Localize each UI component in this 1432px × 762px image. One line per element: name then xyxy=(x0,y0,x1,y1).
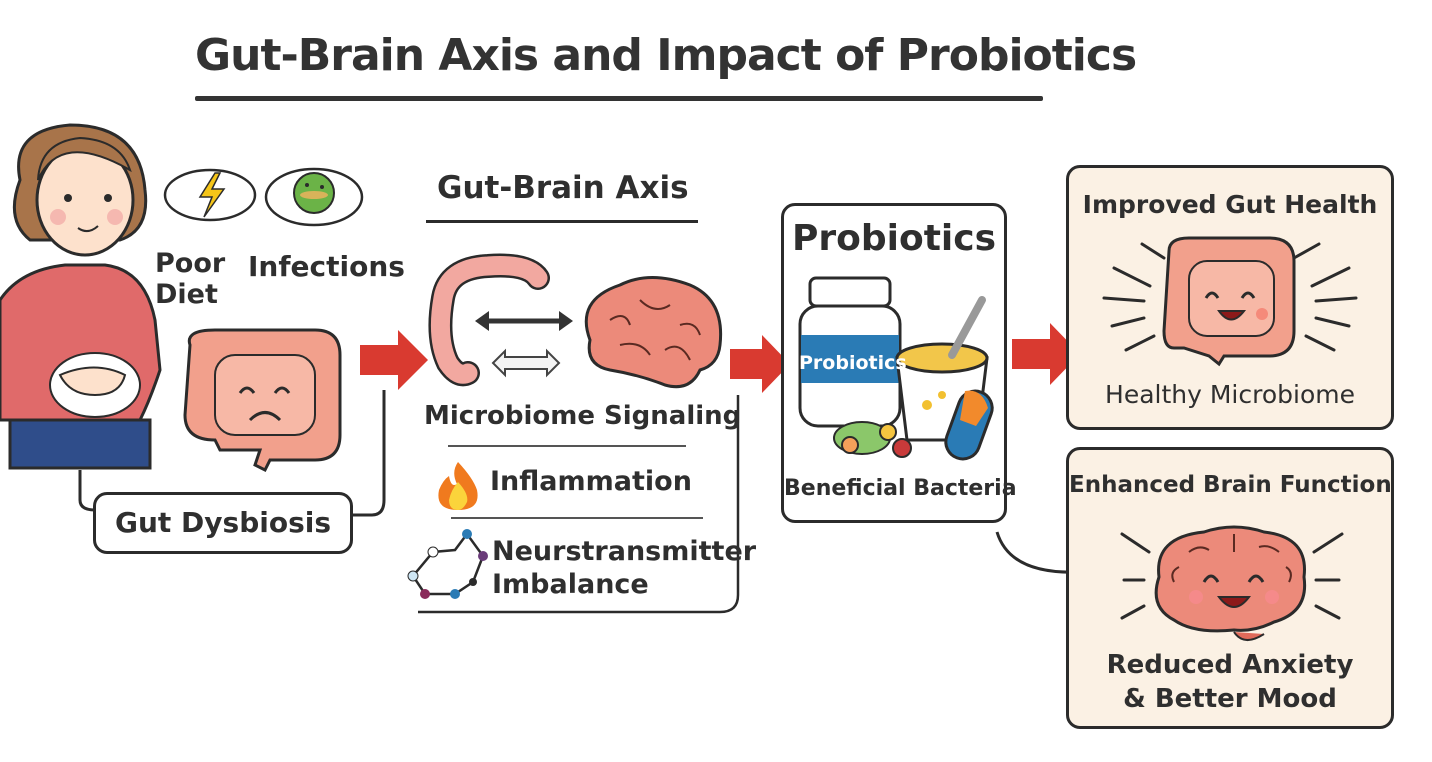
cause-poor-diet: Poor Diet xyxy=(155,248,225,310)
axis-heading-underline xyxy=(426,220,698,223)
outcome-gut-health-heading: Improved Gut Health xyxy=(1082,190,1378,219)
gut-tube-illustration xyxy=(428,253,550,387)
axis-divider-2 xyxy=(451,517,703,519)
jar-label: Probiotics xyxy=(799,352,907,374)
flow-arrow-1 xyxy=(360,330,428,390)
probiotics-heading: Probiotics xyxy=(791,218,997,259)
happy-gut-illustration xyxy=(1102,236,1358,367)
axis-divider-1 xyxy=(448,445,686,447)
poor-diet-thought-bubble xyxy=(163,168,257,222)
probiotic-products-illustration xyxy=(798,276,994,461)
outcome-gut-health-box: Improved Gut Health Healthy Microbiome xyxy=(1066,165,1394,430)
lightning-icon xyxy=(198,172,226,218)
gut-dysbiosis-label: Gut Dysbiosis xyxy=(114,506,331,539)
outcome-brain-function-caption: Reduced Anxiety & Better Mood xyxy=(1069,648,1391,716)
probiotics-caption: Beneficial Bacteria xyxy=(784,476,1017,501)
outcome-gut-health-caption: Healthy Microbiome xyxy=(1105,380,1355,409)
fire-icon xyxy=(438,462,478,510)
brain-caption-line1: Reduced Anxiety xyxy=(1106,650,1354,680)
axis-item-neurotransmitter: Neurstransmitter Imbalance xyxy=(492,535,756,601)
axis-item-microbiome-signaling: Microbiome Signaling xyxy=(424,401,742,431)
poor-diet-line1: Poor xyxy=(155,248,226,279)
brain-illustration xyxy=(584,276,723,389)
axis-item-inflammation: Inflammation xyxy=(490,466,692,497)
poor-diet-line2: Diet xyxy=(155,279,218,310)
brain-caption-line2: & Better Mood xyxy=(1123,684,1337,714)
title-underline xyxy=(195,96,1043,101)
outcome-brain-function-box: Enhanced Brain Function Reduced Anxiety … xyxy=(1066,447,1394,729)
neurotransmitter-line1: Neurstransmitter xyxy=(492,536,757,567)
outcome-brain-function-heading: Enhanced Brain Function xyxy=(1069,472,1392,498)
flow-arrow-3 xyxy=(1012,323,1080,385)
neurotransmitter-line2: Imbalance xyxy=(492,569,649,600)
germ-icon xyxy=(293,172,335,214)
page-title: Gut-Brain Axis and Impact of Probiotics xyxy=(195,30,1137,81)
gut-dysbiosis-box: Gut Dysbiosis xyxy=(93,492,353,554)
cause-infections: Infections xyxy=(248,250,405,283)
gut-brain-arrows-icon xyxy=(475,311,573,378)
flow-arrow-2 xyxy=(730,335,790,393)
sad-gut-illustration xyxy=(183,328,342,473)
woman-illustration xyxy=(0,123,162,470)
infections-thought-bubble xyxy=(264,167,364,227)
gut-brain-axis-heading: Gut-Brain Axis xyxy=(437,170,689,206)
happy-brain-illustration xyxy=(1120,525,1344,641)
molecule-icon xyxy=(407,529,488,599)
probiotics-box: Probiotics Probiotics Beneficial Bacteri… xyxy=(781,203,1017,523)
